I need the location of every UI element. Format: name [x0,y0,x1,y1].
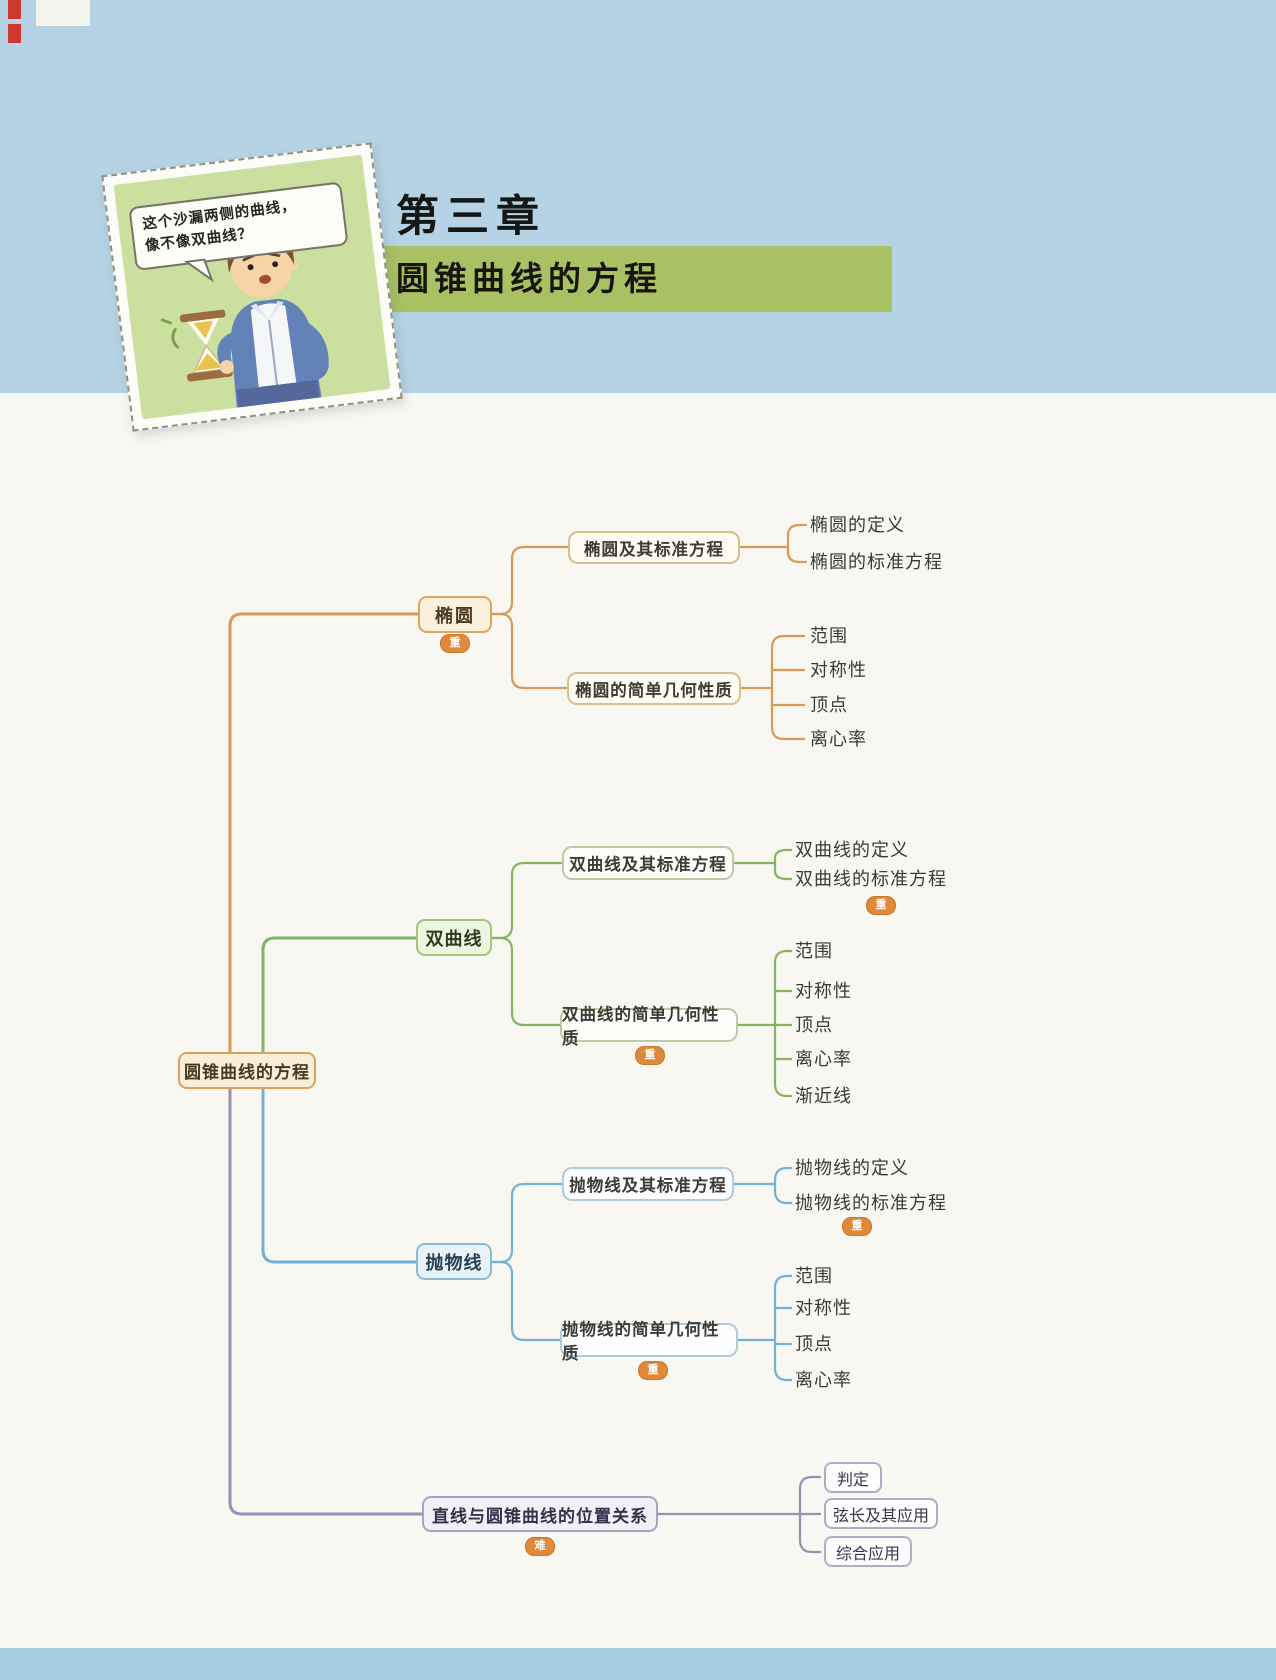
importance-badge: 重 [440,634,470,653]
speech-bubble-tail [183,258,214,283]
leaf-item: 抛物线的标准方程 [795,1193,947,1213]
leaf-item: 离心率 [795,1049,852,1069]
root-label: 圆锥曲线的方程 [184,1063,310,1082]
leaf-item: 双曲线的标准方程 [795,869,947,889]
bottom-blue-band [0,1648,1276,1680]
leaf-item: 离心率 [810,729,867,749]
leaf-box: 综合应用 [824,1536,912,1567]
branch-label: 直线与圆锥曲线的位置关系 [432,1506,648,1526]
topic-box: 椭圆及其标准方程 [568,531,740,564]
leaf-box: 弦长及其应用 [824,1498,938,1529]
leaf-item: 抛物线的定义 [795,1158,909,1178]
chapter-number: 第三章 [396,193,546,241]
leaf-label: 判定 [836,1471,869,1489]
topic-label: 抛物线的简单几何性质 [562,1321,720,1363]
leaf-item: 顶点 [795,1334,833,1354]
leaf-item: 顶点 [795,1015,833,1035]
topic-label: 椭圆的简单几何性质 [575,681,733,700]
hourglass-icon [179,309,233,382]
topic-box: 双曲线的简单几何性质 [560,1006,738,1048]
difficulty-badge: 难 [525,1537,555,1556]
leaf-item: 离心率 [795,1370,852,1390]
leaf-item: 椭圆的标准方程 [810,552,943,572]
branch-node-hyperbola: 双曲线 [416,919,492,956]
branch-label: 抛物线 [425,1252,483,1273]
topic-label: 双曲线的简单几何性质 [562,1006,720,1048]
leaf-item: 对称性 [795,1298,852,1318]
importance-badge: 重 [842,1217,872,1236]
illustration-panel: 这个沙漏两侧的曲线， 像不像双曲线？ [113,154,391,420]
chapter-title-banner: 圆锥曲线的方程 [330,246,892,312]
branch-label: 椭圆 [435,605,475,626]
leaf-label: 弦长及其应用 [832,1507,929,1525]
leaf-item: 范围 [795,941,833,961]
topic-label: 双曲线及其标准方程 [569,856,727,874]
leaf-box: 判定 [824,1462,882,1493]
leaf-item: 椭圆的定义 [810,515,905,535]
leaf-item: 双曲线的定义 [795,840,909,860]
corner-decoration [8,0,21,19]
branch-node-line-conic: 直线与圆锥曲线的位置关系 [422,1496,658,1532]
leaf-item: 范围 [810,626,848,646]
chapter-title: 圆锥曲线的方程 [396,260,662,297]
leaf-item: 范围 [795,1266,833,1286]
branch-node-ellipse: 椭圆 [418,596,492,633]
root-node: 圆锥曲线的方程 [178,1052,316,1089]
speech-bubble: 这个沙漏两侧的曲线， 像不像双曲线？ [128,181,349,283]
illustration-sticker: 这个沙漏两侧的曲线， 像不像双曲线？ [101,142,403,432]
branch-label: 双曲线 [425,928,483,949]
topic-label: 抛物线及其标准方程 [569,1177,727,1195]
branch-node-parabola: 抛物线 [416,1243,492,1280]
topic-label: 椭圆及其标准方程 [584,540,724,559]
importance-badge: 重 [635,1046,665,1065]
leaf-item: 顶点 [810,695,848,715]
leaf-item: 对称性 [795,981,852,1001]
corner-decoration [36,0,90,26]
topic-box: 抛物线及其标准方程 [562,1167,734,1201]
importance-badge: 重 [638,1361,668,1380]
topic-box: 抛物线的简单几何性质 [560,1321,738,1363]
importance-badge: 重 [866,896,896,915]
corner-decoration [8,24,21,43]
topic-box: 双曲线及其标准方程 [562,846,734,880]
leaf-item: 对称性 [810,660,867,680]
leaf-item: 渐近线 [795,1086,852,1106]
topic-box: 椭圆的简单几何性质 [567,672,741,705]
leaf-label: 综合应用 [835,1545,900,1563]
